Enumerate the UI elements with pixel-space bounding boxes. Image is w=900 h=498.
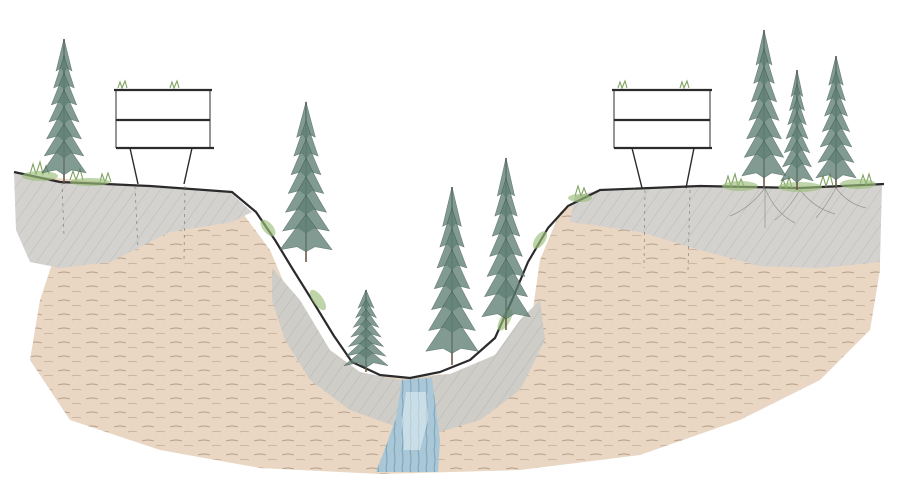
conifer-tree-icon [815, 55, 857, 188]
root-lines [61, 181, 691, 271]
conifer-tree-icon [343, 289, 389, 372]
conifer-tree-icon [279, 100, 333, 262]
conifer-tree-icon [425, 186, 479, 365]
grass-tufts [29, 79, 873, 198]
conifer-tree-icon [41, 38, 87, 184]
conifer-tree-icon [481, 157, 531, 330]
stilt-house-right [612, 88, 712, 189]
subsoil-texture [20, 175, 880, 474]
conifer-trees [41, 29, 857, 372]
conifer-tree-icon [741, 29, 787, 188]
conifer-tree-icon [780, 69, 814, 190]
stilt-house-left [114, 88, 214, 185]
